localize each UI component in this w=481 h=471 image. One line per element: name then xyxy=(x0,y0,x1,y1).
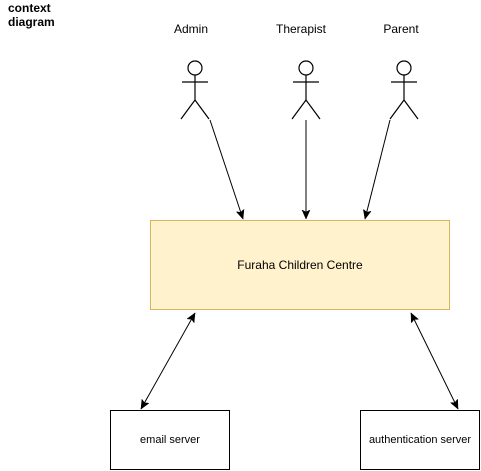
arrow-admin-to-system xyxy=(209,119,243,219)
actor-label-therapist: Therapist xyxy=(275,22,327,36)
authentication-server-box[interactable]: authentication server xyxy=(360,410,480,470)
diagram-title-line-1: context xyxy=(8,1,51,15)
diagram-title: context diagram xyxy=(8,1,55,29)
actor-admin-icon xyxy=(180,60,210,120)
arrow-system-email-server xyxy=(140,313,196,409)
arrow-parent-to-system xyxy=(365,119,391,219)
system-process-box[interactable]: Furaha Children Centre xyxy=(150,220,450,310)
email-server-box[interactable]: email server xyxy=(110,410,230,470)
actor-label-parent: Parent xyxy=(383,22,419,36)
diagram-title-line-2: diagram xyxy=(8,15,55,29)
actor-parent-icon xyxy=(389,60,419,120)
system-process-label: Furaha Children Centre xyxy=(237,258,363,272)
actor-label-admin: Admin xyxy=(173,22,208,36)
actor-therapist-icon xyxy=(291,60,321,120)
email-server-label: email server xyxy=(140,434,200,446)
arrow-system-authentication-server xyxy=(410,313,459,409)
authentication-server-label: authentication server xyxy=(368,434,472,446)
